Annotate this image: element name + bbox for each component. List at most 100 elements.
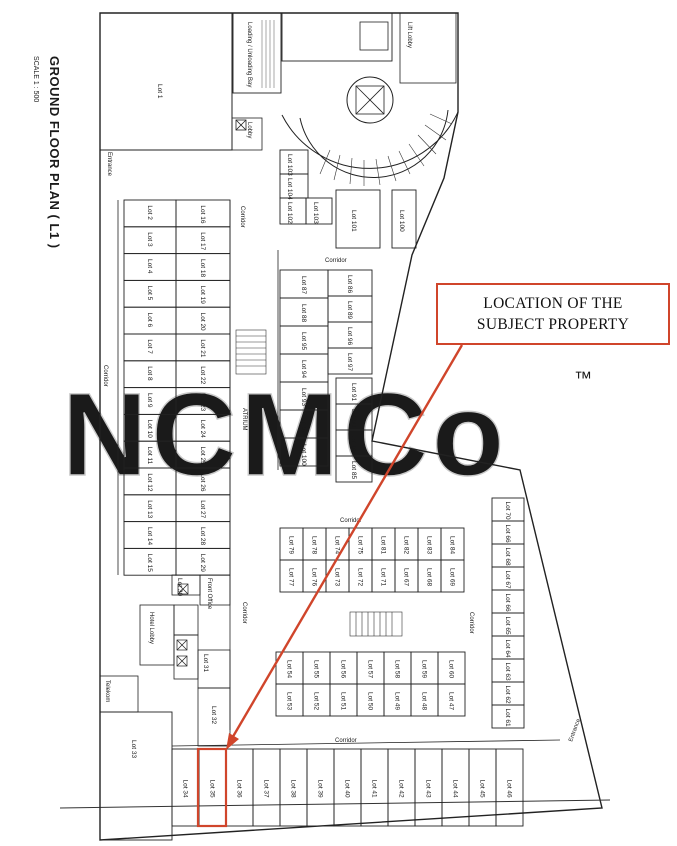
lot-8-label: Lot 8 (146, 366, 153, 381)
lot-69-label: Lot 69 (449, 568, 456, 586)
lot-100-label: Lot 100 (398, 210, 405, 232)
lot-30-label: Lot 30 (176, 578, 183, 596)
lot-67-label: Lot 67 (403, 568, 410, 586)
lot-19-label: Lot 19 (199, 286, 206, 304)
lot-21-label: Lot 21 (199, 339, 206, 357)
plan-title: GROUND FLOOR PLAN ( L1 ) (47, 56, 62, 249)
lot-93-label: Lot 93 (300, 388, 307, 406)
bottom-corridor-label: Corridor (335, 738, 357, 744)
lot-58-label: Lot 58 (394, 660, 401, 678)
lot-67-label: Lot 67 (504, 571, 511, 589)
lot-72-label: Lot 72 (357, 568, 364, 586)
telekom-label: Telekom (104, 680, 110, 702)
lot-56-label: Lot 56 (340, 660, 347, 678)
front-office (199, 574, 231, 606)
lot-40-label: Lot 40 (344, 780, 351, 798)
lot-46-label: Lot 46 (506, 780, 513, 798)
callout-leader-line (229, 344, 464, 741)
entrance-1-label: Entrance (106, 152, 112, 177)
lot-13-label: Lot 13 (146, 500, 153, 518)
escalator-mid (349, 611, 403, 637)
lot-41-label: Lot 41 (371, 780, 378, 798)
lot-57-label: Lot 57 (367, 660, 374, 678)
lot-66-label: Lot 66 (504, 525, 511, 543)
lot-69-cell (440, 559, 465, 593)
lot-52-label: Lot 52 (313, 692, 320, 710)
watermark-text: NCMCo (62, 369, 508, 501)
lot-9-label: Lot 9 (146, 393, 153, 408)
lot-39-label: Lot 39 (317, 780, 324, 798)
lot-103-label: Lot 103 (286, 154, 293, 176)
lot-2-label: Lot 2 (146, 205, 153, 220)
lot-38-label: Lot 38 (290, 780, 297, 798)
lot-34-label: Lot 34 (182, 780, 189, 798)
atrium-label: ATRIUM (241, 408, 247, 431)
lot-86-label: Lot 86 (350, 435, 357, 453)
lot-23-label: Lot 23 (199, 393, 206, 411)
lot-51-label: Lot 51 (340, 692, 347, 710)
lot-33-area (99, 711, 173, 841)
lot-33-label: Lot 33 (130, 740, 137, 758)
lift-cross-icon-lower (176, 583, 189, 667)
lift-shaft-top (359, 21, 389, 51)
lot-85-cell (335, 455, 373, 483)
lot-94-label: Lot 94 (300, 360, 307, 378)
lot-31-label: Lot 31 (202, 654, 209, 672)
atrium-ramp-outer (281, 111, 459, 169)
lot-28-label: Lot 28 (199, 527, 206, 545)
lot-95-label: Lot 95 (300, 332, 307, 350)
lot-42-label: Lot 42 (398, 780, 405, 798)
lot-74-label: Lot 74 (334, 536, 341, 554)
lot-77-label: Lot 77 (288, 568, 295, 586)
lot-81-label: Lot 81 (380, 536, 387, 554)
lot-16-label: Lot 16 (199, 205, 206, 223)
lot-85-label: Lot 85 (350, 461, 357, 479)
lot-1-label: Lot 1 (156, 84, 163, 99)
right-corridor-label: Corridor (468, 612, 474, 634)
lot-25-label: Lot 25 (199, 447, 206, 465)
lot-79-label: Lot 79 (288, 536, 295, 554)
lot-100-label: Lot 100 (300, 444, 307, 466)
lot-36-label: Lot 36 (236, 780, 243, 798)
lot-37-label: Lot 37 (263, 780, 270, 798)
lot-101-label: Lot 101 (350, 210, 357, 232)
lot-44-label: Lot 44 (452, 780, 459, 798)
hotel-lobby-label: Hotel Lobby (148, 612, 154, 644)
loading-bay (232, 12, 282, 94)
bottom-corridor-line (171, 739, 561, 747)
top-corridor-label: Corridor (239, 206, 245, 228)
watermark-tm: ™ (574, 368, 596, 388)
hotel-lobby (139, 604, 175, 666)
lot-91-label: Lot 91 (350, 383, 357, 401)
atrium-ramp (299, 109, 449, 178)
lot-100-cell (279, 437, 329, 467)
lobby-area (231, 117, 263, 151)
lot-61-label: Lot 61 (504, 709, 511, 727)
lot-46-cell (495, 748, 524, 827)
lobby-label: Lobby (246, 122, 252, 138)
lot-43-label: Lot 43 (425, 780, 432, 798)
service-block-top (281, 12, 393, 62)
subject-property-callout: LOCATION OF THE SUBJECT PROPERTY (436, 283, 670, 345)
lot-65-label: Lot 65 (504, 617, 511, 635)
lot-29-label: Lot 29 (199, 554, 206, 572)
lot-96-label: Lot 96 (346, 327, 353, 345)
lot-47-cell (437, 683, 466, 717)
lot-68-label: Lot 68 (504, 548, 511, 566)
lot-102-label: Lot 102 (286, 202, 293, 224)
stair-top-right (399, 12, 457, 84)
lot-45-label: Lot 45 (479, 780, 486, 798)
lot-17-label: Lot 17 (199, 232, 206, 250)
lot-15-label: Lot 15 (146, 554, 153, 572)
lot-73-label: Lot 73 (334, 568, 341, 586)
lot-62-label: Lot 62 (504, 686, 511, 704)
ground-line (59, 799, 611, 809)
lot-63-label: Lot 63 (504, 663, 511, 681)
lot-26-label: Lot 26 (199, 473, 206, 491)
block-corridor-label: Corridor (340, 518, 362, 524)
